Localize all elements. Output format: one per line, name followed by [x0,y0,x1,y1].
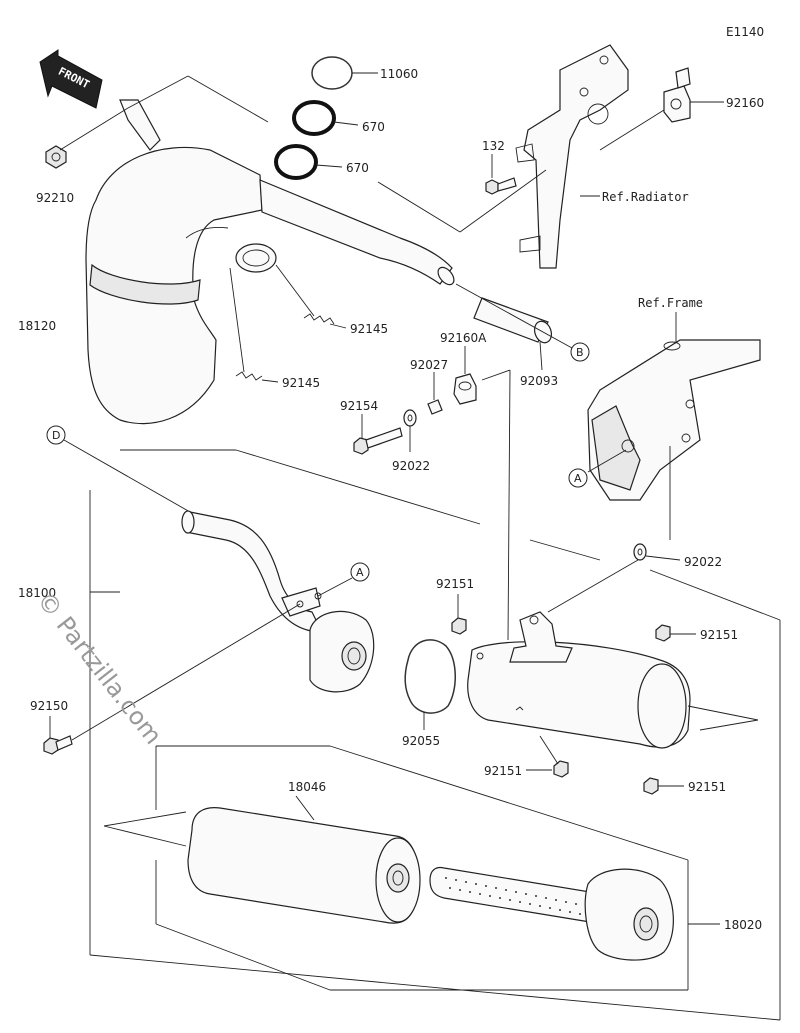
label-18046[interactable]: 18046 [288,780,326,794]
svg-text:A: A [356,566,364,579]
end-cap-18020[interactable] [584,868,674,961]
label-92154[interactable]: 92154 [340,399,378,413]
label-92151-bottom-left[interactable]: 92151 [484,764,522,778]
bolt-92150[interactable] [43,735,73,755]
label-92022-small[interactable]: 92022 [392,459,430,473]
label-92160[interactable]: 92160 [726,96,764,110]
label-18100[interactable]: 18100 [18,586,56,600]
svg-text:A: A [574,472,582,485]
label-92151-bottom-right[interactable]: 92151 [688,780,726,794]
spring-92145-lower[interactable] [235,371,263,381]
collar-92027[interactable] [427,399,443,415]
sleeve-92093[interactable] [473,297,554,345]
exhaust-header-pipe-18120[interactable] [85,99,457,425]
callout-a-pipe: A [350,562,370,582]
frame-bracket [587,339,761,501]
gasket-92055[interactable] [404,639,456,714]
label-92160A[interactable]: 92160A [440,331,487,345]
ref-frame: Ref.Frame [638,296,703,310]
label-18020[interactable]: 18020 [724,918,762,932]
spring-92145-upper[interactable] [303,313,335,325]
perforated-core [429,866,591,923]
callout-b: B [570,342,590,362]
label-92150[interactable]: 92150 [30,699,68,713]
svg-text:B: B [576,346,584,359]
bolt-92151-bottom-left[interactable] [553,760,569,778]
washer-92022-frame[interactable] [633,543,647,561]
exhaust-pipe-18100[interactable] [181,510,375,693]
callout-d: D [46,425,66,445]
gasket-11060[interactable] [311,56,353,90]
silencer-inner-18046[interactable] [187,807,421,924]
label-132[interactable]: 132 [482,139,505,153]
damper-92160A[interactable] [453,373,477,405]
bolt-132[interactable] [485,177,517,195]
label-92145-upper[interactable]: 92145 [350,322,388,336]
label-92022-frame[interactable]: 92022 [684,555,722,569]
washer-92022-small[interactable] [403,409,417,427]
bolt-92151-top-left[interactable] [451,617,467,635]
label-92055[interactable]: 92055 [402,734,440,748]
label-670-lower[interactable]: 670 [346,161,369,175]
o-ring-670-lower[interactable] [274,144,318,180]
bolt-92151-bottom-right[interactable] [643,777,659,795]
svg-text:D: D [52,429,60,442]
front-arrow-icon: FRONT [39,49,103,109]
o-ring-670-upper[interactable] [292,100,336,136]
callout-a-frame: A [568,468,588,488]
watermark: © Partzilla.com [31,586,167,749]
label-92151-top-right[interactable]: 92151 [700,628,738,642]
damper-92160[interactable] [663,67,691,123]
diagram-code: E1140 [726,25,764,39]
label-92145-lower[interactable]: 92145 [282,376,320,390]
label-670-upper[interactable]: 670 [362,120,385,134]
label-92151-top-left[interactable]: 92151 [436,577,474,591]
ref-radiator: Ref.Radiator [602,190,689,204]
muffler-body[interactable] [467,611,691,749]
label-92210[interactable]: 92210 [36,191,74,205]
bolt-92151-top-right[interactable] [655,624,671,642]
label-18120[interactable]: 18120 [18,319,56,333]
bolt-92154[interactable] [353,427,403,455]
label-92093[interactable]: 92093 [520,374,558,388]
label-11060[interactable]: 11060 [380,67,418,81]
label-92027[interactable]: 92027 [410,358,448,372]
nut-92210[interactable] [45,145,67,169]
radiator-bracket [515,44,629,269]
